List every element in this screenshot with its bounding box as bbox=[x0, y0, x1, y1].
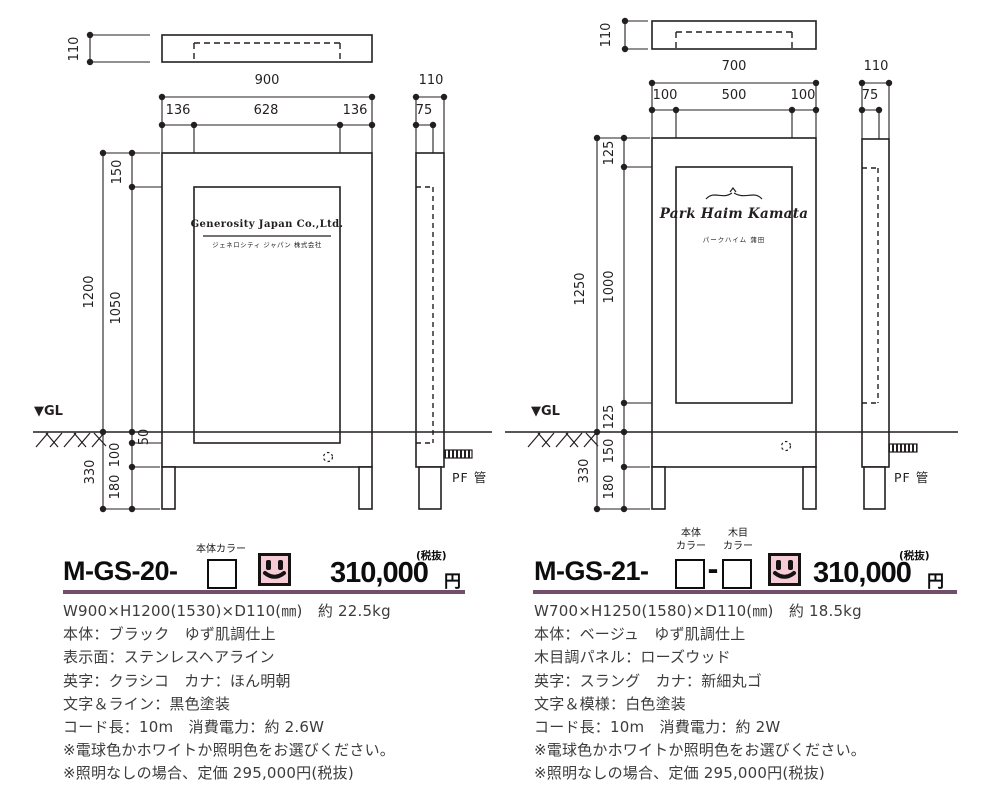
spec-line: 表示面：ステンレスヘアライン bbox=[63, 648, 275, 667]
left-sign-drawing bbox=[33, 31, 492, 513]
left-price: 310,000 bbox=[330, 557, 429, 589]
right-model-separator: - bbox=[707, 555, 719, 586]
flourish-ornament bbox=[705, 187, 763, 200]
right-spec-list: W700×H1250(1580)×D110(㎜) 約 18.5kg 本体：ベージ… bbox=[534, 600, 964, 786]
spec-line: 文字＆ライン：黒色塗装 bbox=[63, 694, 231, 713]
spec-line: ※照明なしの場合、定価 295,000円(税抜) bbox=[534, 764, 825, 783]
right-sign-face-title: Park Haim Kamata bbox=[659, 206, 809, 222]
dim-right-side-offset: 75 bbox=[861, 88, 879, 103]
spec-line: 本体：ブラック ゆず肌調仕上 bbox=[63, 625, 276, 644]
dim-left-width: 900 bbox=[254, 73, 280, 88]
spec-line: W700×H1250(1580)×D110(㎜) 約 18.5kg bbox=[534, 602, 862, 620]
pf-pipe-label-left: PF 管 bbox=[452, 470, 488, 485]
gl-marker-right: ▼GL bbox=[531, 404, 560, 419]
dim-left-seg-right: 136 bbox=[342, 103, 368, 118]
right-price-unit: 円 bbox=[927, 572, 944, 592]
dim-right-topview-height: 110 bbox=[599, 22, 614, 48]
spec-line: ※電球色かホワイトか照明色をお選びください。 bbox=[63, 741, 395, 760]
right-sign-face-subtitle: パークハイム 蒲田 bbox=[702, 236, 766, 244]
dim-right-side-depth: 110 bbox=[863, 59, 889, 74]
dim-right-above-ground: 1250 bbox=[573, 272, 588, 306]
right-price: 310,000 bbox=[813, 557, 912, 589]
dim-left-panel-below-gl: 50 bbox=[137, 428, 152, 446]
left-tax-note: (税抜) bbox=[416, 550, 447, 562]
dim-right-seg-center: 500 bbox=[721, 88, 747, 103]
left-sign-face-subtitle: ジェネロシティ ジャパン 株式会社 bbox=[212, 241, 322, 249]
dim-right-buried: 330 bbox=[577, 458, 592, 484]
dim-left-side-offset: 75 bbox=[415, 103, 433, 118]
right-body-color-label-line1: 本体 bbox=[681, 528, 701, 539]
right-tax-note: (税抜) bbox=[899, 550, 930, 562]
dim-right-cap: 125 bbox=[602, 140, 617, 166]
spec-line: 本体：ベージュ ゆず肌調仕上 bbox=[534, 625, 746, 644]
right-wood-color-box bbox=[722, 559, 752, 589]
right-body-color-box bbox=[675, 559, 705, 589]
dim-right-leg-depth: 180 bbox=[602, 474, 617, 500]
gl-marker-left: ▼GL bbox=[34, 404, 63, 419]
dim-left-seg-left: 136 bbox=[165, 103, 191, 118]
left-body-color-label: 本体カラー bbox=[196, 544, 246, 555]
left-model-number: M-GS-20- bbox=[63, 556, 178, 586]
dim-left-leg-depth: 180 bbox=[108, 474, 123, 500]
dim-right-width: 700 bbox=[721, 59, 747, 74]
right-wood-color-label-line1: 木目 bbox=[728, 528, 748, 539]
smiley-face-icon bbox=[768, 553, 801, 586]
dim-right-seg-left: 100 bbox=[652, 88, 678, 103]
smiley-face-icon bbox=[258, 553, 291, 586]
spec-line: W900×H1200(1530)×D110(㎜) 約 22.5kg bbox=[63, 602, 391, 620]
left-body-color-box bbox=[207, 559, 237, 589]
spec-line: 文字＆模様：白色塗装 bbox=[534, 694, 687, 713]
dim-left-side-depth: 110 bbox=[418, 73, 444, 88]
dim-left-topview-height: 110 bbox=[67, 36, 82, 62]
dim-left-seg-center: 628 bbox=[253, 103, 279, 118]
dim-left-cap: 150 bbox=[110, 159, 125, 185]
right-sign-drawing bbox=[505, 17, 958, 513]
left-price-unit: 円 bbox=[444, 572, 461, 592]
dim-left-panel-height: 1050 bbox=[109, 291, 124, 325]
right-accent-rule bbox=[533, 590, 957, 594]
spec-line: 木目調パネル：ローズウッド bbox=[534, 648, 731, 667]
right-wood-color-label-line2: カラー bbox=[723, 541, 753, 552]
left-sign-face-title: Generosity Japan Co.,Ltd. bbox=[190, 219, 344, 230]
spec-line: 英字：スラング カナ：新細丸ゴ bbox=[534, 671, 763, 690]
spec-line: 英字：クラシコ カナ：ほん明朝 bbox=[63, 671, 291, 690]
dim-left-above-ground: 1200 bbox=[82, 275, 97, 309]
dim-right-panel-height: 1000 bbox=[602, 270, 617, 304]
spec-line: ※電球色かホワイトか照明色をお選びください。 bbox=[534, 741, 866, 760]
technical-drawing bbox=[33, 17, 958, 513]
dim-left-buried: 330 bbox=[83, 459, 98, 485]
left-spec-list: W900×H1200(1530)×D110(㎜) 約 22.5kg 本体：ブラッ… bbox=[63, 600, 475, 786]
right-body-color-label-line2: カラー bbox=[676, 541, 706, 552]
pf-pipe-label-right: PF 管 bbox=[894, 470, 930, 485]
spec-line: コード長：10m 消費電力：約 2W bbox=[534, 718, 781, 737]
dim-right-seg-right: 100 bbox=[790, 88, 816, 103]
right-model-number: M-GS-21- bbox=[534, 556, 649, 586]
spec-line: コード長：10m 消費電力：約 2.6W bbox=[63, 718, 325, 737]
left-accent-rule bbox=[63, 590, 465, 594]
spec-line: ※照明なしの場合、定価 295,000円(税抜) bbox=[63, 764, 354, 783]
